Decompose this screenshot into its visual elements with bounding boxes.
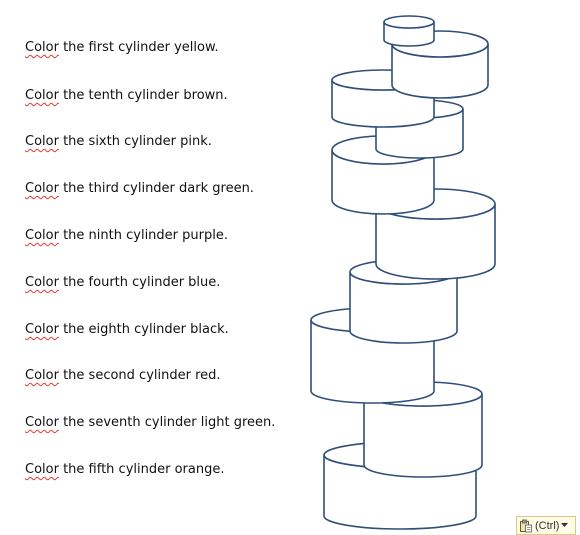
instruction-text: the third cylinder dark green. (58, 181, 254, 196)
instruction-line-10: Color the fifth cylinder orange. (25, 462, 224, 477)
instruction-text: the fifth cylinder orange. (58, 462, 225, 477)
instruction-text: the sixth cylinder pink. (58, 134, 212, 149)
instruction-lead: Color (25, 462, 59, 477)
cylinder (383, 15, 435, 47)
instruction-text: the fourth cylinder blue. (58, 275, 221, 290)
instruction-line-5: Color the ninth cylinder purple. (25, 228, 228, 243)
instruction-line-2: Color the tenth cylinder brown. (25, 88, 228, 103)
clipboard-icon (520, 519, 532, 532)
instruction-lead: Color (25, 88, 59, 103)
instruction-lead: Color (25, 322, 59, 337)
instruction-line-1: Color the first cylinder yellow. (25, 40, 219, 55)
instruction-line-9: Color the seventh cylinder light green. (25, 415, 275, 430)
instruction-line-6: Color the fourth cylinder blue. (25, 275, 220, 290)
paste-options-label: (Ctrl) (535, 519, 560, 532)
instruction-line-4: Color the third cylinder dark green. (25, 181, 254, 196)
cylinder-top (383, 15, 435, 29)
dropdown-arrow-icon (561, 523, 569, 527)
instruction-line-7: Color the eighth cylinder black. (25, 322, 229, 337)
instruction-line-3: Color the sixth cylinder pink. (25, 134, 212, 149)
instruction-text: the ninth cylinder purple. (58, 228, 228, 243)
instruction-lead: Color (25, 181, 59, 196)
instruction-lead: Color (25, 228, 59, 243)
instruction-lead: Color (25, 415, 59, 430)
instruction-lead: Color (25, 368, 59, 383)
instruction-text: the second cylinder red. (58, 368, 221, 383)
instruction-lead: Color (25, 40, 59, 55)
instruction-text: the seventh cylinder light green. (58, 415, 276, 430)
instruction-text: the tenth cylinder brown. (58, 88, 228, 103)
instruction-lead: Color (25, 275, 59, 290)
instruction-text: the first cylinder yellow. (58, 40, 219, 55)
paste-options-button[interactable]: (Ctrl) (516, 516, 576, 535)
instruction-text: the eighth cylinder black. (58, 322, 229, 337)
instruction-lead: Color (25, 134, 59, 149)
instruction-line-8: Color the second cylinder red. (25, 368, 221, 383)
